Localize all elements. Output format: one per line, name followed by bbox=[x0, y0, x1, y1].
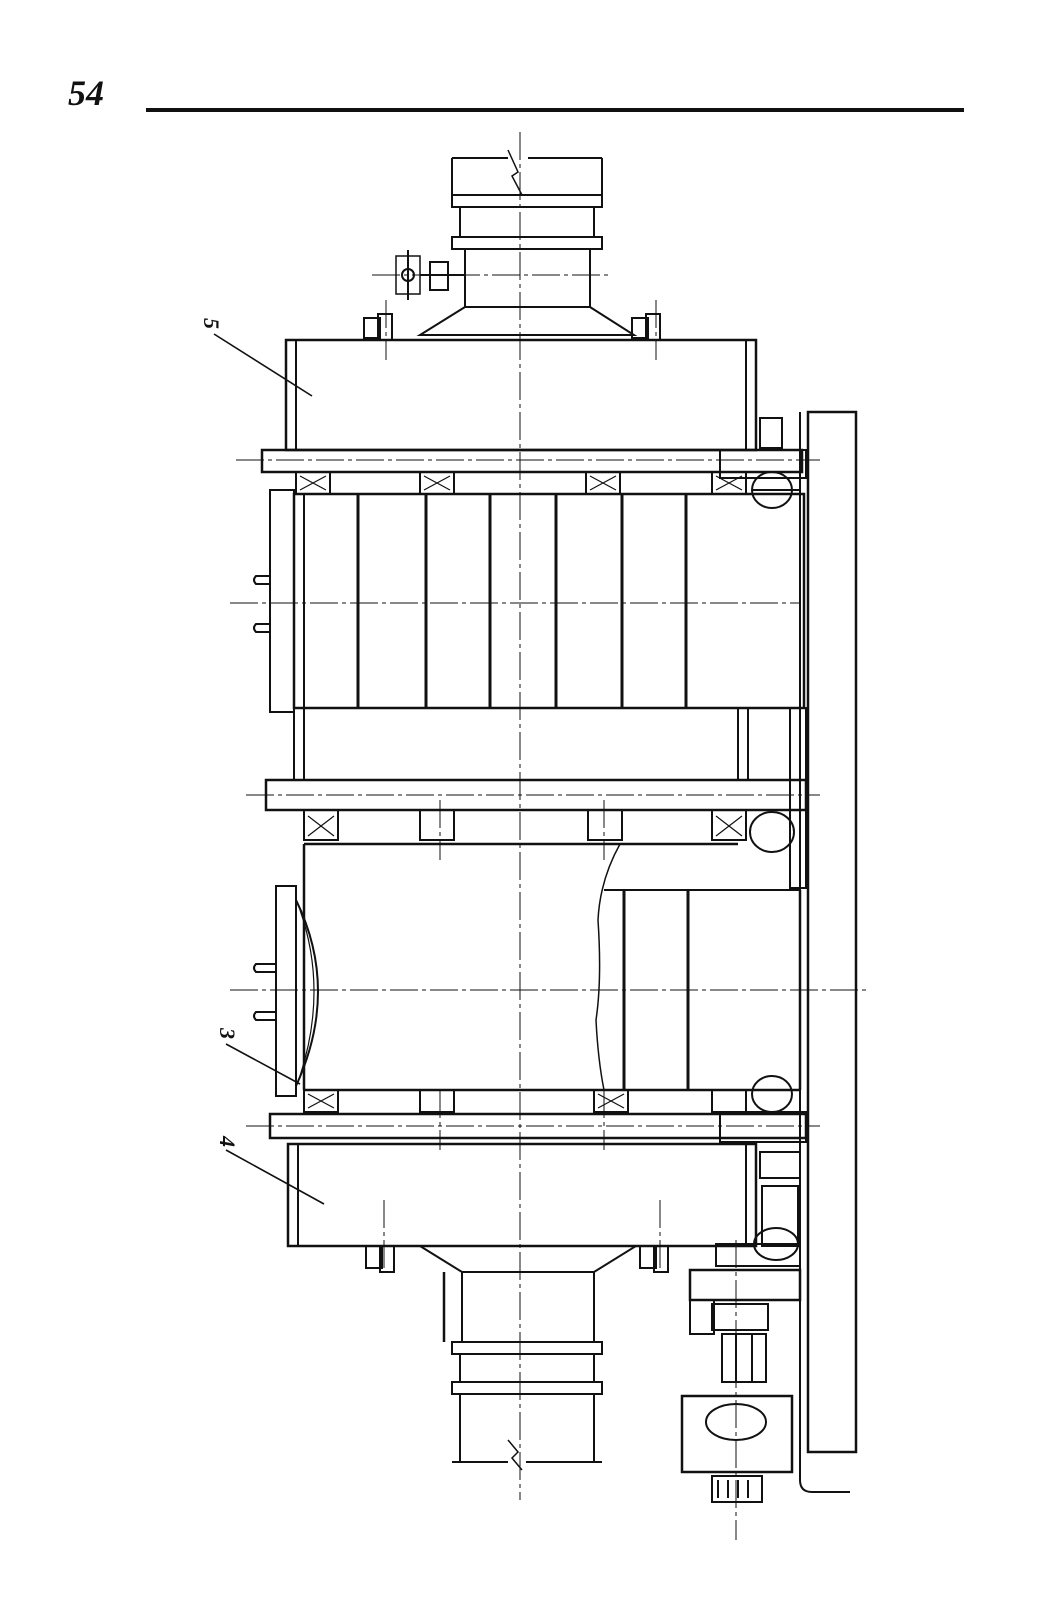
top-nozzle bbox=[363, 149, 661, 341]
bottom-nozzle bbox=[419, 1245, 637, 1471]
tie-plate-3 bbox=[268, 1111, 808, 1143]
gaskets-row-2 bbox=[303, 809, 795, 853]
center-lines bbox=[230, 132, 870, 1540]
callout-label-5: 5 bbox=[199, 318, 224, 329]
base-frame bbox=[799, 410, 858, 1493]
callout-leaders bbox=[213, 333, 325, 1205]
drum-upper bbox=[253, 489, 806, 713]
drive-assembly bbox=[680, 1151, 802, 1503]
header-rule bbox=[146, 108, 964, 112]
page-number: 54 bbox=[68, 73, 104, 113]
middle-frame bbox=[293, 707, 807, 889]
tie-plate-1 bbox=[260, 417, 807, 479]
drum-lower bbox=[253, 842, 802, 1113]
chamber-5 bbox=[284, 338, 758, 452]
gaskets-row-3 bbox=[303, 1089, 747, 1113]
chamber-4 bbox=[286, 1142, 758, 1273]
callout-label-3: 3 bbox=[215, 1027, 240, 1039]
callout-label-4: 4 bbox=[215, 1135, 240, 1147]
